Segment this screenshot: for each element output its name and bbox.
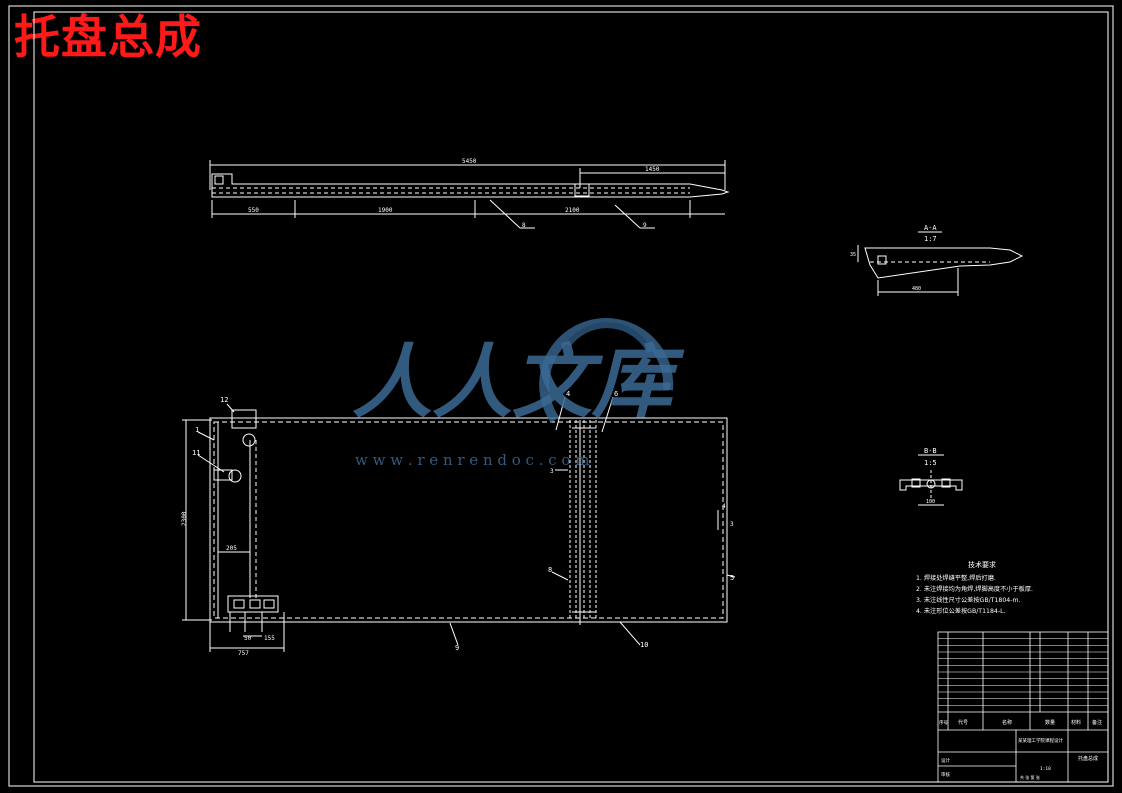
dim-main-bottom-small: 155 [264, 635, 275, 642]
inner-frame [33, 11, 1109, 783]
tb-sheet: 共 张 第 张 [1020, 774, 1040, 780]
section-aa-label: A-A [924, 224, 937, 232]
callout-5: 5 [730, 574, 734, 582]
callout-4b: 4 [722, 503, 726, 510]
tb-col-no: 序号 [939, 719, 948, 726]
top-view [209, 160, 730, 229]
note-3: 3. 未注线性尺寸公差按GB/T1804-m. [916, 596, 1020, 604]
callout-3: 3 [550, 468, 554, 475]
dim-seg-3: 2100 [565, 207, 580, 214]
tb-school: 某某理工学院课程设计 [1018, 737, 1063, 744]
section-bb-scale: 1:5 [924, 459, 937, 467]
dim-main-height: 2300 [181, 511, 188, 526]
dim-overall-length: 5450 [462, 158, 477, 165]
callout-4: 4 [566, 390, 570, 398]
section-aa [857, 231, 1024, 296]
note-2: 2. 未注焊接均为角焊,焊脚高度不小于板厚. [916, 585, 1033, 593]
drawing-title: 托盘总成 [14, 10, 202, 64]
callout-9: 9 [455, 644, 459, 652]
callout-11: 11 [192, 449, 200, 457]
tb-col-qty: 数量 [1045, 719, 1055, 726]
section-aa-scale: 1:7 [924, 235, 937, 243]
dim-seg-1: 550 [248, 207, 259, 214]
bom-rows [938, 638, 1108, 706]
section-aa-dim-left: 35 [850, 252, 856, 258]
callout-3b: 3 [730, 521, 734, 528]
watermark-url: w w w . r e n r e n d o c . c o m [355, 451, 589, 469]
watermark [539, 318, 674, 423]
note-4: 4. 未注形位公差按GB/T1184-L. [916, 607, 1006, 615]
dim-main-bottom-left: 757 [238, 650, 249, 657]
callout-top-9: 9 [643, 222, 647, 229]
watermark-brand: 人人文库 [352, 336, 685, 429]
callout-8: 8 [548, 566, 552, 574]
tb-col-name: 名称 [1002, 719, 1012, 726]
section-bb-label: B-B [924, 447, 937, 455]
dim-seg-2: 1900 [378, 207, 393, 214]
tb-col-material: 材料 [1071, 719, 1081, 726]
callout-1: 1 [195, 426, 199, 434]
callout-10: 10 [640, 641, 648, 649]
callout-top-8: 8 [522, 222, 526, 229]
section-bb [899, 454, 963, 506]
outer-frame [8, 5, 1114, 787]
callout-12: 12 [220, 396, 228, 404]
note-1: 1. 焊接处焊缝平整,焊后打磨. [916, 574, 996, 582]
tb-checker: 审核 [941, 771, 950, 778]
section-aa-dim-bottom: 480 [912, 286, 921, 292]
main-view [182, 396, 736, 652]
tb-col-remark: 备注 [1092, 719, 1102, 726]
section-bb-dim: 100 [926, 499, 935, 505]
tb-scale: 1:10 [1040, 766, 1051, 772]
dim-main-bottom-mid: 50 [244, 635, 252, 642]
dim-main-inner: 205 [226, 545, 237, 552]
tb-col-code: 代号 [958, 719, 968, 726]
callout-6: 6 [614, 390, 618, 398]
tb-designer: 设计 [941, 757, 950, 764]
notes-title: 技术要求 [968, 560, 996, 569]
dim-right: 1450 [645, 166, 660, 173]
tb-drawing-name: 托盘总成 [1078, 755, 1098, 762]
